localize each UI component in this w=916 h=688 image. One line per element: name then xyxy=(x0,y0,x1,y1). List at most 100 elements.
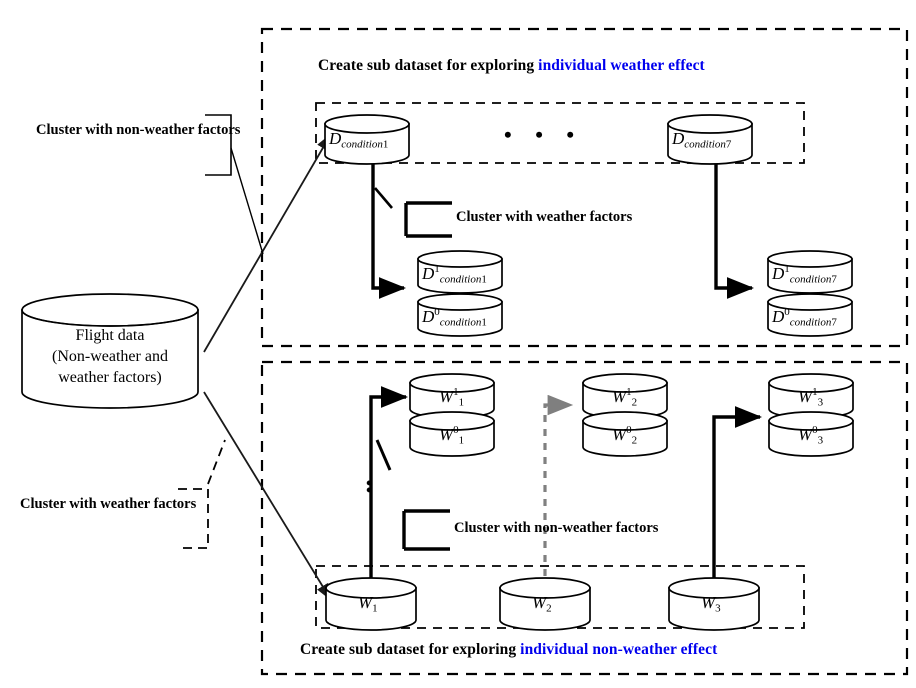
connector-w2-to-split-dashed xyxy=(543,394,574,590)
label-d1-condition-7-num: 7 xyxy=(831,273,837,286)
label-w1: W1 xyxy=(358,593,378,615)
label-d0-condition-7: D0condition7 xyxy=(772,306,837,328)
cylinder-d0-condition-1 xyxy=(417,293,503,337)
cylinder-d1-condition-7 xyxy=(767,250,853,294)
label-w1-sup1-base: W xyxy=(439,386,454,406)
label-w2-sup1-num: 2 xyxy=(631,396,638,409)
label-w2-sup1-sup: 1 xyxy=(626,386,632,398)
callout-left-top-label: Cluster with non-weather factors xyxy=(36,122,241,138)
label-d-condition-7-base: D xyxy=(672,129,685,148)
label-w2-sup0-num: 2 xyxy=(631,434,638,447)
label-d-condition-1-sub: condition xyxy=(341,138,383,151)
flight-data-label: Flight data (Non-weather and weather fac… xyxy=(18,325,202,388)
label-w2-base: W xyxy=(532,593,547,612)
connector-dcond7-to-split xyxy=(714,155,755,299)
horizontal-ellipsis: • • • xyxy=(504,122,584,147)
label-w1-sup0-sup: 0 xyxy=(453,424,459,436)
cylinder-w1-sup0 xyxy=(409,411,495,457)
label-w2-sup0-base: W xyxy=(612,424,627,444)
label-w2-sup1: W12 xyxy=(612,386,637,408)
arrow-source-to-bottom xyxy=(203,391,332,601)
label-d-condition-7-num: 7 xyxy=(725,138,732,151)
vertical-ellipsis: •• xyxy=(366,473,373,500)
cylinder-d-condition-7 xyxy=(667,114,753,165)
connector-w3-to-split xyxy=(712,406,763,590)
cylinder-w3-sup0 xyxy=(768,411,854,457)
label-w3-sup0: W03 xyxy=(798,424,823,446)
flight-data-line1: Flight data xyxy=(75,327,145,344)
label-d0-condition-7-sup: 0 xyxy=(784,306,790,318)
cylinder-w3 xyxy=(668,577,760,631)
bottom-section-title-accent: individual non-weather effect xyxy=(520,641,718,658)
callout-bottom-inner-label: Cluster with non-weather factors xyxy=(454,520,659,536)
top-section-title: Create sub dataset for exploring individ… xyxy=(318,57,705,75)
label-w3-sup0-num: 3 xyxy=(817,434,824,447)
label-d-condition-1-num: 1 xyxy=(382,138,389,151)
label-d1-condition-1-num: 1 xyxy=(481,273,487,286)
label-d0-condition-1-sup: 0 xyxy=(434,306,440,318)
label-w3-base: W xyxy=(701,593,716,612)
label-d1-condition-1-sup: 1 xyxy=(434,263,440,275)
label-w1-sup0: W01 xyxy=(439,424,464,446)
left-top-callout-bracket xyxy=(205,114,264,255)
label-w3-num: 3 xyxy=(715,602,721,615)
flight-data-line3: weather factors) xyxy=(58,369,162,386)
label-d-condition-7: Dcondition7 xyxy=(672,129,731,151)
connector-dcond1-to-split xyxy=(371,155,407,299)
arrow-source-to-top xyxy=(203,133,332,353)
label-w3-sup1-base: W xyxy=(798,386,813,406)
label-w2-sup0: W02 xyxy=(612,424,637,446)
cylinder-w2-sup0 xyxy=(582,411,668,457)
cylinder-d1-condition-1 xyxy=(417,250,503,294)
label-d1-condition-1: D1condition1 xyxy=(422,263,487,285)
label-w1-sup1: W11 xyxy=(439,386,464,408)
top-condition-group-border xyxy=(315,102,805,164)
label-d1-condition-7-sup: 1 xyxy=(784,263,790,275)
label-d-condition-7-sub: condition xyxy=(684,138,726,151)
label-d0-condition-1-sub: condition xyxy=(439,316,482,329)
top-section-dashed-border xyxy=(260,27,909,348)
cylinder-d-condition-1 xyxy=(324,114,410,165)
label-d0-condition-7-sub: condition xyxy=(789,316,832,329)
label-w3: W3 xyxy=(701,593,721,615)
callout-left-bottom-label: Cluster with weather factors xyxy=(20,496,197,512)
bottom-section-dashed-border xyxy=(260,360,909,676)
label-d1-condition-7-sub: condition xyxy=(789,273,832,286)
flight-data-line2: (Non-weather and xyxy=(52,348,168,365)
label-w3-sup1-sup: 1 xyxy=(812,386,818,398)
label-w2-sup0-sup: 0 xyxy=(626,424,632,436)
cylinder-w1 xyxy=(325,577,417,631)
cylinder-w1-sup1 xyxy=(409,373,495,419)
label-d0-condition-1-num: 1 xyxy=(481,316,487,329)
bottom-cluster-group-border xyxy=(315,565,805,629)
label-w1-num: 1 xyxy=(372,602,378,615)
label-d1-condition-7: D1condition7 xyxy=(772,263,837,285)
label-w3-sup1-num: 3 xyxy=(817,396,824,409)
label-d0-condition-7-base: D xyxy=(772,306,785,326)
label-d1-condition-1-sub: condition xyxy=(439,273,482,286)
bottom-inner-callout-bracket xyxy=(402,509,450,551)
top-section-title-plain: Create sub dataset for exploring xyxy=(318,57,539,74)
cylinder-w2 xyxy=(499,577,591,631)
flight-data-cylinder xyxy=(21,293,199,409)
bottom-section-title-plain: Create sub dataset for exploring xyxy=(300,641,521,658)
label-w3-sup1: W13 xyxy=(798,386,823,408)
bottom-section-title: Create sub dataset for exploring individ… xyxy=(300,641,717,659)
label-w2-sup1-base: W xyxy=(612,386,627,406)
label-d-condition-1: Dcondition1 xyxy=(329,129,388,151)
label-w1-sup1-num: 1 xyxy=(458,396,465,409)
label-w3-sup0-base: W xyxy=(798,424,813,444)
label-w1-sup0-base: W xyxy=(439,424,454,444)
label-d0-condition-1: D0condition1 xyxy=(422,306,487,328)
left-bottom-callout-bracket xyxy=(178,439,226,549)
connector-w1-to-split xyxy=(369,386,409,590)
top-inner-callout-bracket xyxy=(404,201,452,238)
label-w1-sup0-num: 1 xyxy=(458,434,465,447)
label-d1-condition-1-base: D xyxy=(422,263,435,283)
label-w2: W2 xyxy=(532,593,552,615)
label-d1-condition-7-base: D xyxy=(772,263,785,283)
cylinder-d0-condition-7 xyxy=(767,293,853,337)
label-d0-condition-7-num: 7 xyxy=(831,316,837,329)
